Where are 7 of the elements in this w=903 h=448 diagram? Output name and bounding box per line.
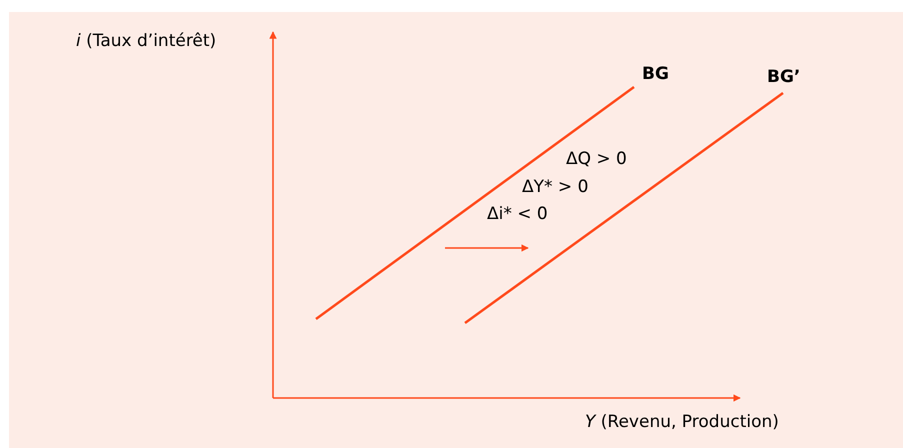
axis-label: i (Taux d’intérêt) [76, 31, 216, 52]
curve-label: BG [642, 64, 669, 84]
annotation-text: Δi* < 0 [487, 204, 548, 224]
curve-label: BG’ [767, 67, 800, 88]
axis-label: Y (Revenu, Production) [585, 412, 779, 432]
annotation-text: ΔQ > 0 [566, 149, 627, 170]
annotation-text: ΔY* > 0 [522, 177, 588, 198]
